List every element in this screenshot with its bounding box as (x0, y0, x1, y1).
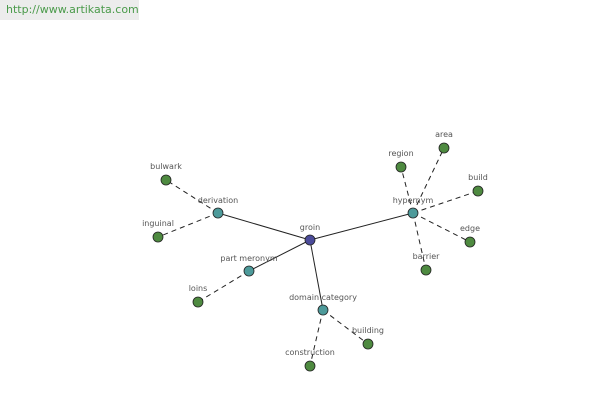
node-edge[interactable] (464, 236, 476, 248)
node-label-part-meronym[interactable]: part meronym (220, 254, 277, 263)
node-label-barrier[interactable]: barrier (413, 252, 441, 261)
labels-layer: groin derivation hypernym part meronym domai… (142, 130, 488, 357)
node-label-building[interactable]: building (352, 326, 384, 335)
edge-hypernym-region (400, 166, 414, 214)
node-groin[interactable] (304, 234, 316, 246)
node-barrier[interactable] (420, 264, 432, 276)
node-inguinal[interactable] (152, 231, 164, 243)
node-part-meronym[interactable] (243, 265, 255, 277)
edge-part_meronym-loins (197, 270, 250, 303)
node-label-groin[interactable]: groin (300, 223, 320, 232)
node-construction[interactable] (304, 360, 316, 372)
node-label-construction[interactable]: construction (285, 348, 335, 357)
edge-groin-hypernym (309, 212, 414, 241)
node-label-hypernym[interactable]: hypernym (393, 196, 434, 205)
edge-derivation-bulwark (165, 179, 219, 214)
node-building[interactable] (362, 338, 374, 350)
node-build[interactable] (472, 185, 484, 197)
nodes-layer (152, 142, 484, 372)
node-label-edge[interactable]: edge (460, 224, 480, 233)
node-bulwark[interactable] (160, 174, 172, 186)
node-label-domain-category[interactable]: domain category (289, 293, 357, 302)
site-url-link[interactable]: http://www.artikata.com (0, 0, 139, 20)
edge-derivation-inguinal (157, 212, 219, 238)
node-label-inguinal[interactable]: inguinal (142, 219, 174, 228)
edge-groin-derivation (217, 212, 311, 241)
edge-hypernym-barrier (412, 212, 427, 271)
node-region[interactable] (395, 161, 407, 173)
node-label-loins[interactable]: loins (189, 284, 208, 293)
edge-domain_category-construction (309, 309, 324, 367)
node-label-build[interactable]: build (468, 173, 488, 182)
edge-domain_category-building (322, 309, 369, 345)
edge-hypernym-area (412, 147, 445, 214)
node-label-area[interactable]: area (435, 130, 453, 139)
node-derivation[interactable] (212, 207, 224, 219)
node-area[interactable] (438, 142, 450, 154)
edge-groin-part_meronym (248, 239, 311, 272)
node-label-derivation[interactable]: derivation (198, 196, 238, 205)
node-label-bulwark[interactable]: bulwark (150, 162, 182, 171)
edge-hypernym-edge (412, 212, 471, 243)
edges-layer (157, 147, 479, 367)
node-loins[interactable] (192, 296, 204, 308)
edge-hypernym-build (412, 190, 479, 214)
node-label-region[interactable]: region (388, 149, 413, 158)
node-hypernym[interactable] (407, 207, 419, 219)
node-domain-category[interactable] (317, 304, 329, 316)
edge-groin-domain_category (309, 239, 324, 311)
